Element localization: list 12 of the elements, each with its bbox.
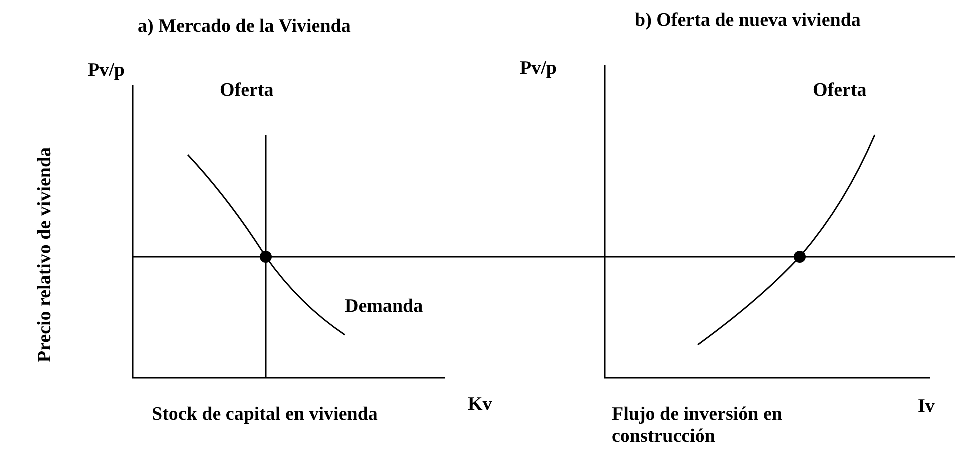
axis-title: Flujo de inversión en construcción [612, 404, 784, 448]
curve-label: Oferta [220, 80, 274, 102]
axis-title: Precio relativo de vivienda [34, 147, 56, 363]
axis-title: Stock de capital en vivienda [152, 404, 378, 426]
panel-title: b) Oferta de nueva vivienda [635, 10, 861, 32]
axis-label: Kv [468, 394, 492, 416]
curve-label: Demanda [345, 296, 424, 318]
axis-label: Pv/p [88, 60, 125, 82]
panel-title: a) Mercado de la Vivienda [138, 16, 351, 38]
curve-label: Oferta [813, 80, 867, 102]
axis-label: Pv/p [520, 58, 557, 80]
axis-label: Iv [918, 396, 935, 418]
